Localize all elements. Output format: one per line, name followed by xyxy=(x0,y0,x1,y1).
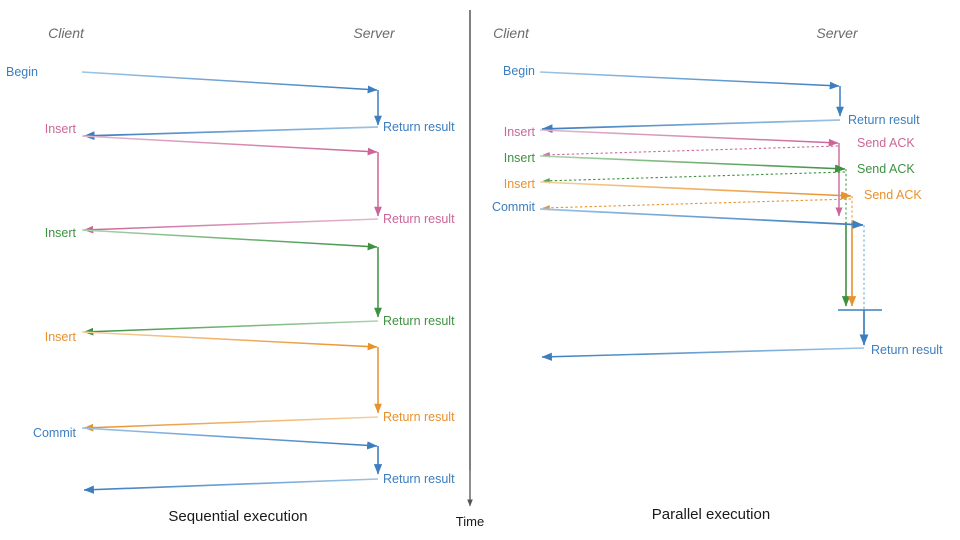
arrow-commit-response xyxy=(83,478,379,494)
label-return-result-insert3: Return result xyxy=(383,410,455,424)
message-begin-sequential: Begin Return result xyxy=(6,65,455,141)
time-axis-label: Time xyxy=(456,514,484,529)
panel-parallel: Client Server Begin Return result Insert… xyxy=(492,25,943,523)
arrow-begin-request-parallel xyxy=(539,71,840,90)
lane-title-server-sequential: Server xyxy=(353,25,396,41)
message-commit-parallel: Commit Return result xyxy=(492,200,943,361)
arrow-ack2-dotted xyxy=(542,171,846,184)
arrow-begin-request xyxy=(81,71,378,94)
message-begin-parallel: Begin Return result xyxy=(503,64,920,134)
message-insert3-sequential: Insert Return result xyxy=(45,330,455,432)
message-insert3-parallel: Insert Send ACK xyxy=(504,177,922,307)
message-insert2-parallel: Insert Send ACK xyxy=(504,151,915,307)
arrow-insert3-response xyxy=(83,416,379,432)
arrow-commit-request-parallel xyxy=(539,208,864,229)
label-send-ack3: Send ACK xyxy=(864,188,922,202)
label-commit: Commit xyxy=(33,426,77,440)
lane-title-client-sequential: Client xyxy=(48,25,85,41)
arrow-insert2-response xyxy=(83,320,379,336)
caption-sequential: Sequential execution xyxy=(168,508,307,525)
arrow-insert1-response xyxy=(83,218,379,234)
label-return-result-begin: Return result xyxy=(383,120,455,134)
arrow-insert3-request xyxy=(81,331,378,351)
panel-sequential: Client Server Begin Return result Insert… xyxy=(6,25,455,525)
label-begin-parallel: Begin xyxy=(503,64,535,78)
lane-title-server-parallel: Server xyxy=(816,25,859,41)
label-return-result-commit-parallel: Return result xyxy=(871,343,943,357)
label-insert2-parallel: Insert xyxy=(504,151,536,165)
label-insert2: Insert xyxy=(45,226,77,240)
arrow-ack1-dotted xyxy=(542,145,839,158)
label-return-result-commit: Return result xyxy=(383,472,455,486)
message-commit-sequential: Commit Return result xyxy=(33,426,455,494)
arrow-commit-response-parallel xyxy=(541,347,865,361)
label-send-ack2: Send ACK xyxy=(857,162,915,176)
label-begin: Begin xyxy=(6,65,38,79)
message-insert1-sequential: Insert Return result xyxy=(45,122,455,234)
arrow-ack3-dotted xyxy=(542,198,852,211)
panel-divider-group: Time xyxy=(456,10,484,529)
label-insert3: Insert xyxy=(45,330,77,344)
arrow-insert1-request-parallel xyxy=(539,129,839,147)
label-return-result-insert2: Return result xyxy=(383,314,455,328)
message-insert2-sequential: Insert Return result xyxy=(45,226,455,336)
label-insert3-parallel: Insert xyxy=(504,177,536,191)
label-insert1-parallel: Insert xyxy=(504,125,536,139)
arrow-insert1-request xyxy=(81,135,378,156)
arrow-insert2-request xyxy=(81,229,378,251)
label-insert1: Insert xyxy=(45,122,77,136)
caption-parallel: Parallel execution xyxy=(652,506,770,523)
arrow-commit-request xyxy=(81,427,378,450)
arrow-begin-response-parallel xyxy=(541,119,841,134)
label-return-result-begin-parallel: Return result xyxy=(848,113,920,127)
label-return-result-insert1: Return result xyxy=(383,212,455,226)
lane-title-client-parallel: Client xyxy=(493,25,530,41)
message-insert1-parallel: Insert Send ACK xyxy=(504,125,915,217)
label-send-ack1: Send ACK xyxy=(857,136,915,150)
arrow-insert3-request-parallel xyxy=(539,181,852,200)
arrow-insert2-request-parallel xyxy=(539,155,846,173)
arrow-begin-response xyxy=(83,126,379,141)
label-commit-parallel: Commit xyxy=(492,200,536,214)
